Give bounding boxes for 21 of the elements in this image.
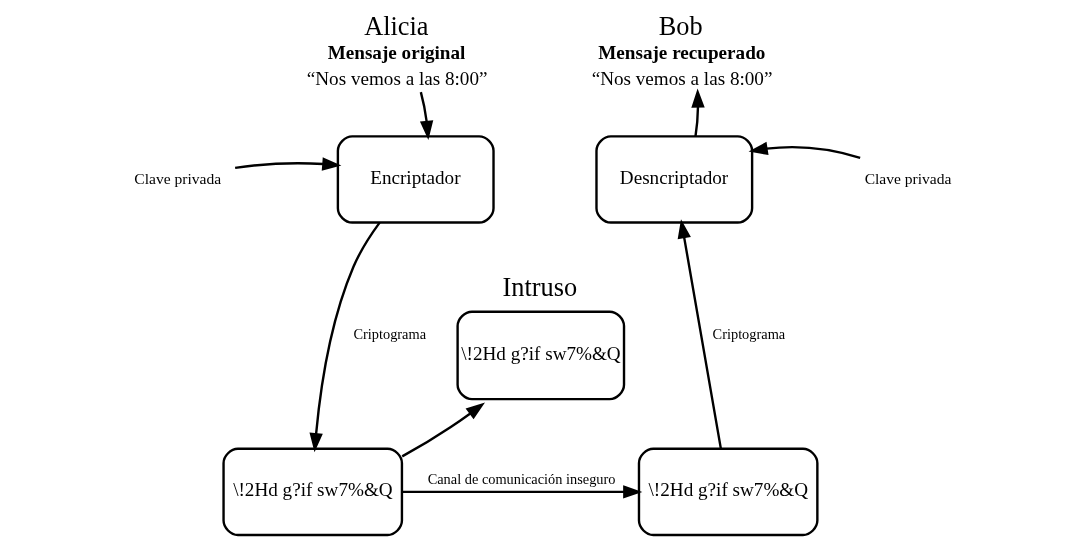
edge-label: Criptograma	[352, 326, 426, 343]
node-box: Desncriptador	[594, 135, 753, 224]
arrow	[690, 88, 705, 137]
arrow	[401, 485, 642, 499]
node-box: \!2Hd g?if sw7%&Q	[455, 310, 625, 401]
arrow	[401, 402, 485, 458]
node-box: \!2Hd g?if sw7%&Q	[637, 447, 819, 537]
node-text: Bob Mensaje recuperado “Nos vemos a las 8:00”	[591, 12, 772, 89]
node-text: Clave privada	[864, 169, 951, 187]
edge-label: Canal de comunicación inseguro	[427, 471, 615, 488]
node-box: \!2Hd g?if sw7%&Q	[221, 447, 403, 537]
node-text: Alicia Mensaje original “Nos vemos a las 8:00”	[306, 12, 487, 89]
node-text: Clave privada	[133, 169, 221, 187]
node-label: Intruso	[502, 272, 577, 302]
arrow	[308, 221, 381, 453]
arrow	[234, 157, 341, 171]
arrow	[677, 219, 722, 449]
node-box: Encriptador	[336, 135, 495, 224]
arrow	[748, 141, 860, 159]
edge-label: Criptograma	[712, 326, 785, 343]
arrow	[419, 91, 433, 140]
